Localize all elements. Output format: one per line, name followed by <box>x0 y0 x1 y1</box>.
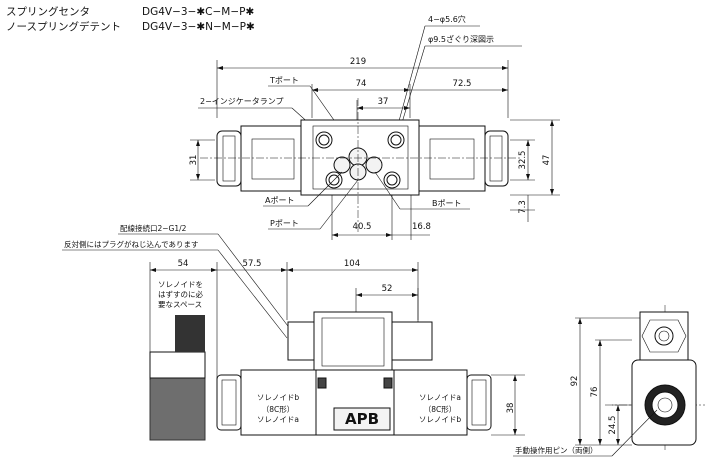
dim-space: 54 <box>178 259 189 269</box>
side-view: 92 76 24.5 手動操作用ピン（両側） <box>513 305 705 457</box>
dim-height-mid: 32.5 <box>518 151 528 170</box>
dim-p-port: 40.5 <box>353 222 372 232</box>
header-row2-model: DG4V−3−✱N−M−P✱ <box>142 21 255 33</box>
dim-left: 57.5 <box>243 259 262 269</box>
dim-overall-width: 219 <box>350 57 366 67</box>
sol-a-sub1: （8C形） <box>424 405 457 414</box>
label-b-port: Bポート <box>432 199 462 208</box>
dim-connector: 52 <box>382 284 393 294</box>
header-row1-label: スプリングセンタ <box>6 5 90 18</box>
sol-b-sub2: ソレノイドa <box>257 415 299 424</box>
sol-a-sub2: ソレノイドb <box>419 415 461 424</box>
header-row2-label: ノースプリングデテント <box>6 20 121 33</box>
dim-t-port: 74 <box>356 79 367 89</box>
dim-total: 92 <box>570 376 580 387</box>
top-view: 219 74 72.5 37 4−φ5.6穴 φ9.5ざぐり深図示 Tポート 2… <box>189 14 560 240</box>
dim-body: 104 <box>344 259 360 269</box>
label-a-port: Aポート <box>265 196 294 205</box>
label-p-port: Pポート <box>270 219 299 228</box>
front-view: 配線接続口2−G1/2 反対側にはプラグがねじ込んであります 54 57.5 1… <box>62 223 525 441</box>
dim-center: 37 <box>378 97 389 107</box>
sol-b-sub1: （8C形） <box>262 405 295 414</box>
sol-a-title: ソレノイドa <box>419 393 461 402</box>
label-counterbore: φ9.5ざぐり深図示 <box>428 34 494 44</box>
sol-b-title: ソレノイドb <box>257 393 299 402</box>
label-t-port: Tポート <box>269 76 299 85</box>
dim-b-offset: 16.8 <box>412 222 431 232</box>
dim-height-total: 47 <box>542 155 552 166</box>
dim-height-left: 31 <box>189 155 199 166</box>
brand-logo: APB <box>345 410 379 428</box>
label-indicator: 2−インジケータランプ <box>200 97 284 106</box>
label-holes: 4−φ5.6穴 <box>428 14 466 24</box>
label-manual-pin: 手動操作用ピン（両側） <box>515 445 598 455</box>
dim-low: 24.5 <box>608 416 618 435</box>
dim-offset-bottom: 7.3 <box>518 200 528 214</box>
space-note-line2: はずすのに必 <box>158 289 203 299</box>
dim-mid: 76 <box>590 387 600 398</box>
dim-right: 72.5 <box>453 79 472 89</box>
dim-height: 38 <box>506 403 516 414</box>
label-wiring: 配線接続口2−G1/2 <box>120 223 187 233</box>
header-row1-model: DG4V−3−✱C−M−P✱ <box>142 6 254 18</box>
space-note-line3: 要なスペース <box>158 300 202 309</box>
space-note-line1: ソレノイドを <box>158 280 203 289</box>
label-plug: 反対側にはプラグがねじ込んであります <box>64 239 199 249</box>
